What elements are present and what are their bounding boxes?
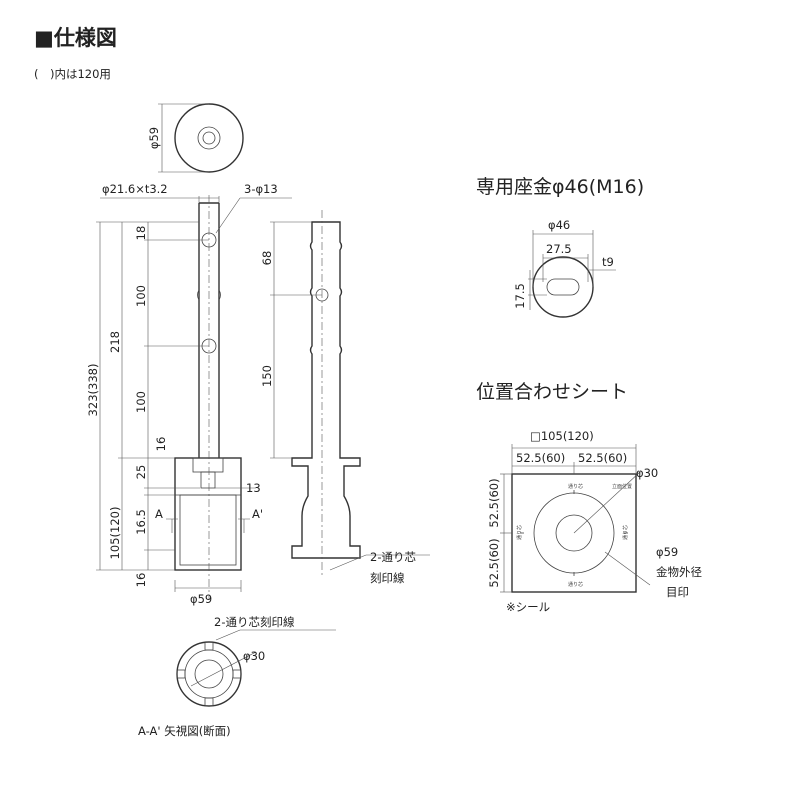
sheet-outer-mark-3: 目印 [666, 585, 689, 599]
sheet-left-half-lower: 52.5(60) [487, 538, 501, 587]
sheet-outer-mark-2: 金物外径 [656, 565, 702, 579]
section-a-prime-label: A' [252, 507, 263, 521]
sheet-hole-label: φ30 [636, 466, 658, 480]
washer-slot-height-label: 17.5 [513, 283, 527, 309]
sheet-outer-mark-1: φ59 [656, 545, 678, 559]
top-diameter-label: φ59 [147, 127, 161, 149]
sheet-top-half-left: 52.5(60) [516, 451, 565, 465]
dim-13-label: 13 [246, 481, 261, 495]
dim-25-label: 25 [134, 465, 148, 480]
sheet-tiny-top: 通り芯 [568, 483, 583, 490]
washer-thickness-label: t9 [602, 255, 614, 269]
dim-16-bottom-label: 16 [134, 573, 148, 588]
washer-slot-width-label: 27.5 [546, 242, 572, 256]
sheet-tiny-right: 通り芯 [622, 525, 629, 540]
marking-label-line-2: 刻印線 [370, 571, 405, 585]
dim-100-lower-label: 100 [134, 391, 148, 413]
washer-view [528, 230, 616, 318]
dim-100-upper-label: 100 [134, 285, 148, 307]
section-a-label: A [155, 507, 163, 521]
dim-16-5-label: 16.5 [134, 509, 148, 535]
dimension-note: ( )内は120用 [34, 67, 111, 81]
dim-total-label: 323(338) [86, 364, 100, 417]
dim-68-label: 68 [260, 251, 274, 266]
post-front-view [166, 195, 250, 600]
hole-spec-label: 3-φ13 [244, 182, 278, 196]
post-side-view [270, 210, 430, 575]
dim-16-top-label: 16 [154, 437, 168, 452]
section-a-view [176, 629, 336, 707]
sheet-tiny-top-right: 立面位置 [612, 483, 632, 490]
section-diameter-label: φ30 [243, 649, 265, 663]
washer-outer-label: φ46 [548, 218, 570, 232]
sheet-top-half-right: 52.5(60) [578, 451, 627, 465]
base-diameter-label: φ59 [190, 592, 212, 606]
sheet-tiny-left: 通り芯 [516, 525, 523, 540]
sheet-seal-note: ※シール [506, 600, 550, 614]
dim-218-label: 218 [108, 331, 122, 353]
dim-18-label: 18 [134, 226, 148, 241]
page-title: ■仕様図 [34, 26, 117, 50]
marking-label-line-1: 2-通り芯 [370, 550, 416, 564]
sheet-tiny-bottom: 通り芯 [568, 581, 583, 588]
pipe-spec-label: φ21.6×t3.2 [102, 182, 168, 196]
post-top-view [158, 103, 244, 173]
section-marking-label: 2-通り芯刻印線 [214, 615, 295, 629]
sheet-left-half-upper: 52.5(60) [487, 478, 501, 527]
sheet-title: 位置合わせシート [476, 381, 628, 403]
dim-105-label: 105(120) [108, 507, 122, 560]
dim-150-label: 150 [260, 365, 274, 387]
sheet-size-label: □105(120) [530, 429, 594, 443]
dimension-lines-left [96, 196, 292, 592]
section-caption: A-A' 矢視図(断面) [138, 724, 231, 738]
alignment-sheet [500, 444, 651, 593]
washer-title: 専用座金φ46(M16) [476, 176, 644, 198]
